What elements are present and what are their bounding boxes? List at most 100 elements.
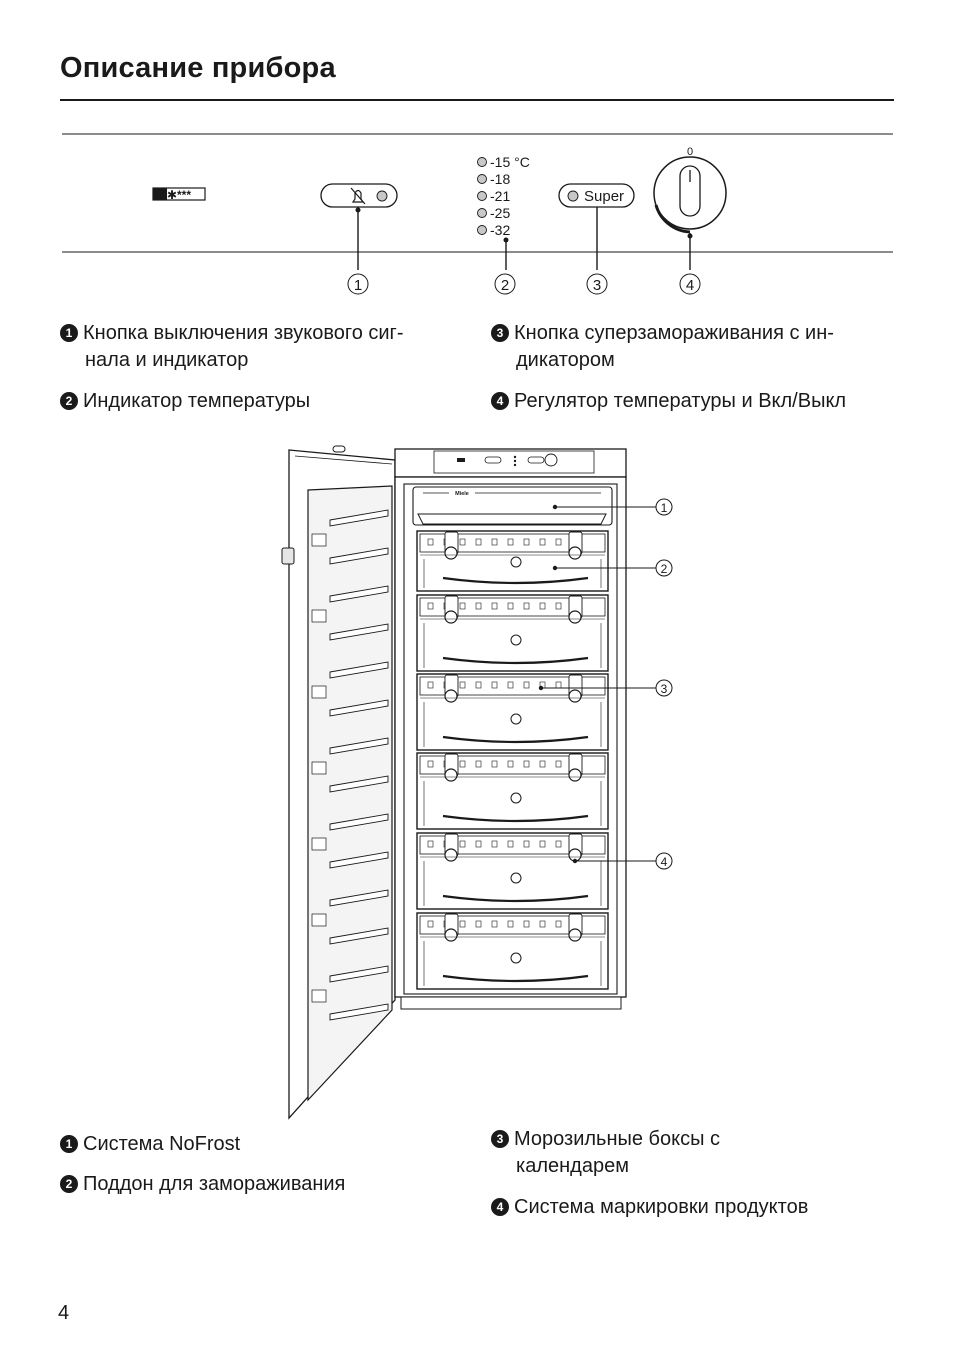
temperature-dial: 0 <box>653 146 727 270</box>
appliance-callout-4: 4 <box>655 852 673 870</box>
drawer-hole <box>510 792 522 804</box>
temperature-led <box>477 225 487 235</box>
panel-callout-2: 2 <box>494 273 516 295</box>
door-clip <box>311 609 327 623</box>
freezer-rating-icon: ✱*** <box>152 187 206 202</box>
temperature-label: -21 <box>490 188 510 204</box>
temperature-level-3: -25 <box>477 205 510 221</box>
bell-muted-icon <box>350 187 366 205</box>
door-shelf <box>329 775 389 793</box>
page-title: Описание прибора <box>60 52 336 84</box>
marker-knob <box>444 546 458 560</box>
svg-text:3: 3 <box>593 277 601 294</box>
brand-logo: Miele <box>455 491 469 497</box>
appliance-callout-2: 2 <box>655 559 673 577</box>
temperature-led <box>477 208 487 218</box>
marker-knob <box>444 848 458 862</box>
freezer-door <box>281 445 396 1120</box>
alarm-off-button <box>320 183 398 270</box>
door-clip <box>311 761 327 775</box>
drawer-handle <box>442 576 589 585</box>
door-shelf <box>329 509 389 527</box>
door-shelf <box>329 737 389 755</box>
svg-text:2: 2 <box>501 277 509 294</box>
door-shelf <box>329 699 389 717</box>
door-clip <box>311 989 327 1003</box>
temperature-level-0: -15 °C <box>477 154 530 170</box>
marker-knob <box>568 689 582 703</box>
door-handle <box>281 547 295 565</box>
door-clip <box>311 913 327 927</box>
temperature-level-4: -32 <box>477 222 510 238</box>
drawer-handle <box>442 735 589 744</box>
door-shelf <box>329 927 389 945</box>
freezer-cabinet: Miele <box>394 448 627 1010</box>
marker-knob <box>444 928 458 942</box>
freezer-rating-text: ✱*** <box>167 188 191 202</box>
drawer-handle <box>442 656 589 665</box>
temperature-led <box>477 174 487 184</box>
temperature-level-1: -18 <box>477 171 510 187</box>
marker-knob <box>568 768 582 782</box>
appliance-callout-lines <box>541 506 656 862</box>
drawer-handle <box>442 894 589 903</box>
marker-knob <box>444 768 458 782</box>
marker-knob <box>444 610 458 624</box>
alarm-indicator-light <box>376 190 388 202</box>
door-clip <box>311 837 327 851</box>
svg-text:2: 2 <box>661 562 668 576</box>
temperature-level-2: -21 <box>477 188 510 204</box>
door-shelf <box>329 889 389 907</box>
temperature-led <box>477 191 487 201</box>
temperature-indicator: -15 °C-18-21-25-32 <box>477 154 530 238</box>
door-shelf <box>329 965 389 983</box>
freezer-drawer-2 <box>416 594 609 672</box>
appliance-callout-3: 3 <box>655 679 673 697</box>
svg-text:4: 4 <box>661 855 668 869</box>
door-shelf <box>329 661 389 679</box>
freezer-drawer-6 <box>416 912 609 990</box>
svg-text:3: 3 <box>661 682 668 696</box>
door-shelf <box>329 585 389 603</box>
page-number: 4 <box>58 1302 70 1324</box>
marker-knob <box>568 928 582 942</box>
marker-knob <box>568 610 582 624</box>
door-shelf <box>329 1003 389 1021</box>
door-shelf <box>329 813 389 831</box>
panel-callout-1: 1 <box>347 273 369 295</box>
super-indicator-light <box>567 190 579 202</box>
panel-callout-4: 4 <box>679 273 701 295</box>
title-rule <box>60 99 894 101</box>
dial-zero-label: 0 <box>687 146 693 158</box>
super-label: Super <box>584 188 624 205</box>
drawer-hole <box>510 713 522 725</box>
super-freeze-button: Super <box>558 183 635 270</box>
door-clip <box>311 685 327 699</box>
freezer-drawer-1 <box>416 530 609 592</box>
temperature-label: -15 °C <box>490 154 530 170</box>
freezer-drawer-3 <box>416 673 609 751</box>
temperature-label: -32 <box>490 222 510 238</box>
drawer-handle <box>442 974 589 983</box>
freezer-drawer-4 <box>416 752 609 830</box>
appliance-callout-1: 1 <box>655 498 673 516</box>
marker-knob <box>444 689 458 703</box>
temperature-label: -18 <box>490 171 510 187</box>
svg-text:1: 1 <box>354 277 362 294</box>
control-panel-diagram: ✱*** -15 °C-18-21-25-32 Super 0 1 2 3 4 <box>62 133 893 295</box>
temperature-led <box>477 157 487 167</box>
drawer-handle <box>442 814 589 823</box>
svg-text:4: 4 <box>686 277 694 294</box>
drawer-hole <box>510 634 522 646</box>
temperature-label: -25 <box>490 205 510 221</box>
drawer-hole <box>510 872 522 884</box>
drawer-hole <box>510 556 522 568</box>
